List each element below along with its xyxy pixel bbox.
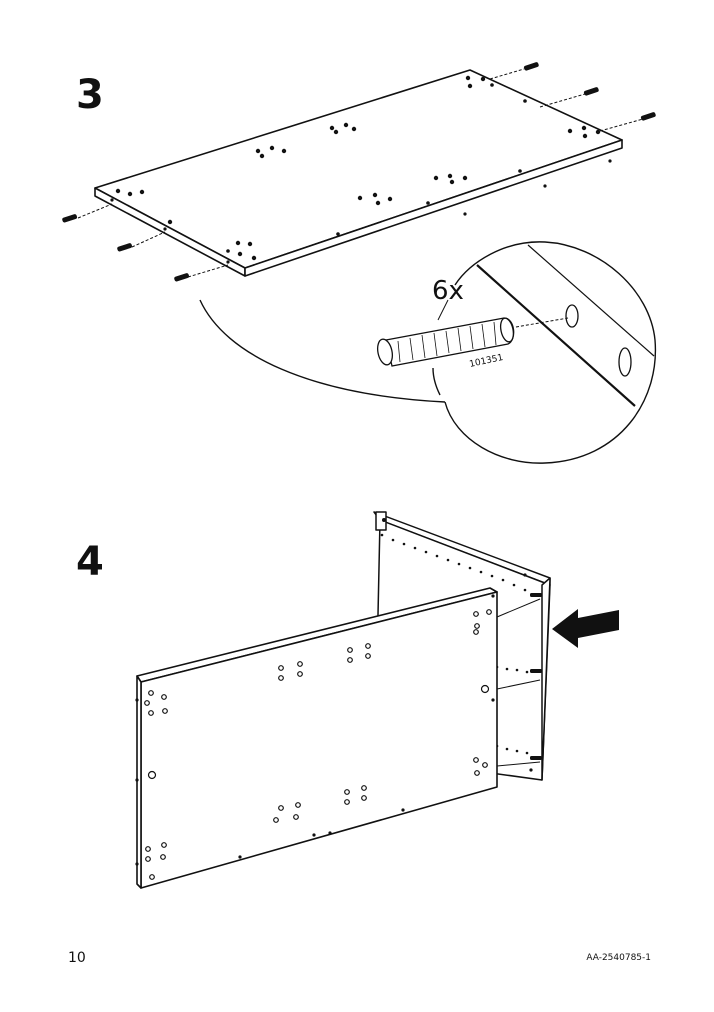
detail-callout [199, 241, 657, 464]
shelf-edge-dots [135, 594, 495, 866]
shelf-panel [94, 69, 623, 277]
step-number: 4 [76, 539, 104, 585]
step-number: 3 [76, 72, 104, 118]
side-panel-dowels [530, 593, 542, 760]
wooden-dowel-icon [376, 317, 569, 367]
panel-holes [115, 75, 601, 261]
panel-edge-holes [110, 159, 612, 264]
push-arrow-icon [552, 609, 619, 648]
detail-panel-edge [476, 244, 655, 407]
dowel-icons [62, 62, 656, 282]
page-number: 10 [68, 950, 86, 966]
shelf-panel-front [136, 587, 498, 889]
dowel-quantity: 6x [432, 276, 464, 306]
document-code: AA-2540785-1 [586, 953, 651, 963]
shelf-panel-holes [144, 609, 492, 880]
quantity-leader [437, 299, 449, 321]
dowel-guide-lines [496, 598, 541, 767]
dowel-arrows [77, 68, 644, 278]
side-panel-hole-rows [380, 518, 533, 772]
